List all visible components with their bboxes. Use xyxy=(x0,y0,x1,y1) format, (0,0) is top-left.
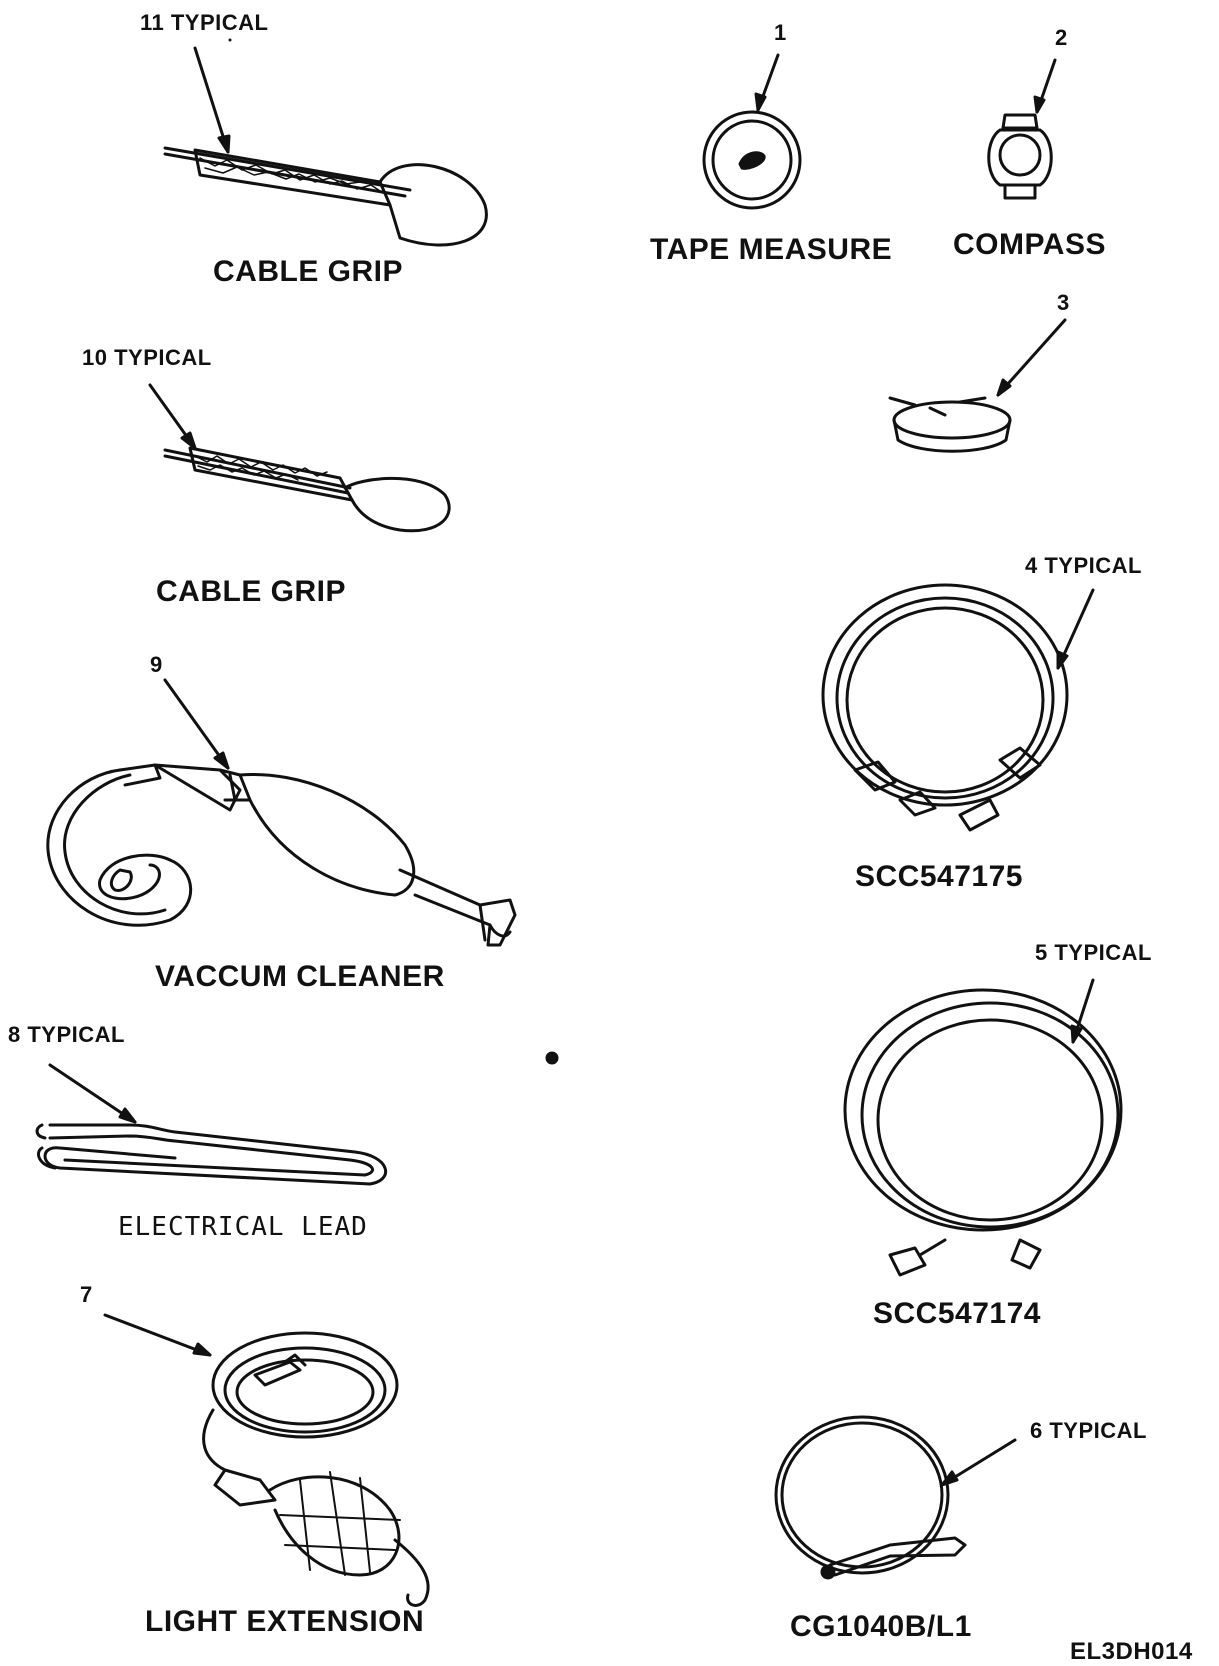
caption-tape-measure: TAPE MEASURE xyxy=(650,233,892,267)
caption-vacuum-cleaner: VACCUM CLEANER xyxy=(155,960,445,994)
hose-6-illustration xyxy=(776,1417,1015,1578)
vacuum-cleaner-illustration xyxy=(48,680,515,945)
caption-light-extension: LIGHT EXTENSION xyxy=(145,1605,424,1639)
caption-compass: COMPASS xyxy=(953,228,1106,262)
hose-4-illustration xyxy=(823,585,1093,830)
compass-illustration xyxy=(989,60,1055,198)
hose-5-illustration xyxy=(845,980,1121,1275)
caption-electrical-lead: ELECTRICAL LEAD xyxy=(118,1212,368,1242)
callout-1: 1 xyxy=(774,20,787,46)
callout-11-typical: 11 TYPICAL xyxy=(140,10,268,36)
caption-cable-grip-1: CABLE GRIP xyxy=(213,255,403,289)
caption-scc547174: SCC547174 xyxy=(873,1297,1041,1331)
callout-4-typical: 4 TYPICAL xyxy=(1025,553,1142,579)
callout-2: 2 xyxy=(1055,25,1068,51)
light-extension-illustration xyxy=(105,1315,428,1605)
caption-cg1040b-l1: CG1040B/L1 xyxy=(790,1610,972,1644)
stray-dot xyxy=(547,1053,557,1063)
callout-3: 3 xyxy=(1057,290,1070,316)
electrical-lead-illustration xyxy=(37,1065,386,1184)
item-3-illustration xyxy=(890,320,1065,451)
cable-grip-11-illustration xyxy=(165,40,486,245)
callout-10-typical: 10 TYPICAL xyxy=(82,345,212,371)
callout-5-typical: 5 TYPICAL xyxy=(1035,940,1152,966)
cable-grip-10-illustration xyxy=(150,385,449,531)
callout-9: 9 xyxy=(150,652,163,678)
tape-measure-illustration xyxy=(704,55,800,208)
callout-8-typical: 8 TYPICAL xyxy=(8,1022,125,1048)
figure-id: EL3DH014 xyxy=(1070,1638,1193,1666)
callout-6-typical: 6 TYPICAL xyxy=(1030,1418,1147,1444)
caption-cable-grip-2: CABLE GRIP xyxy=(156,575,346,609)
callout-7: 7 xyxy=(80,1282,93,1308)
caption-scc547175: SCC547175 xyxy=(855,860,1023,894)
